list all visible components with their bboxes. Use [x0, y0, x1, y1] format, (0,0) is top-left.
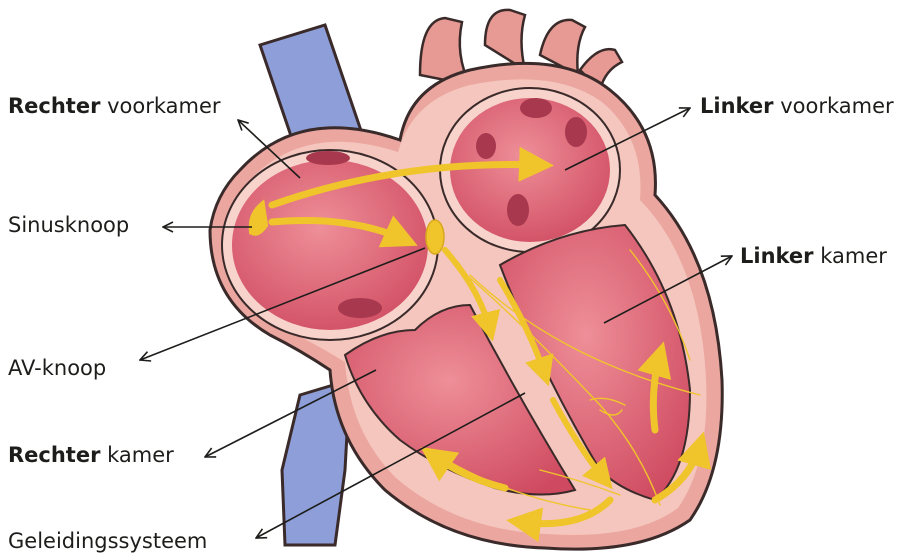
label-av-knoop: AV-knoop: [8, 356, 106, 380]
label-linker-voorkamer: Linker voorkamer: [700, 94, 894, 118]
right-atrium: [222, 150, 438, 340]
label-sinusknoop: Sinusknoop: [8, 213, 129, 237]
label-rechter-kamer: Rechter kamer: [8, 443, 174, 467]
left-atrium: [440, 88, 620, 252]
label-geleidingssysteem: Geleidingssysteem: [8, 529, 207, 553]
label-rechter-voorkamer: Rechter voorkamer: [8, 94, 221, 118]
label-linker-kamer: Linker kamer: [740, 244, 887, 268]
